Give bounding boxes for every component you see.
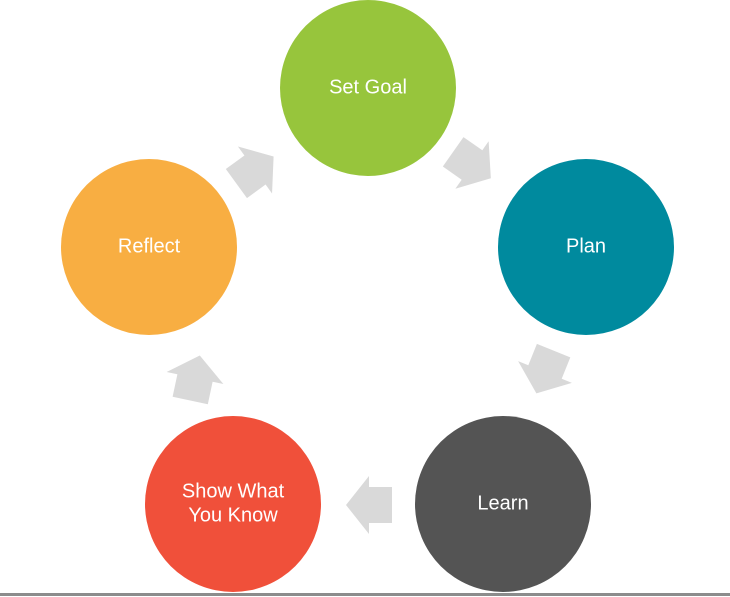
cycle-step-set-goal: Set Goal	[280, 0, 456, 176]
step-label: Learn	[477, 492, 528, 514]
step-circle	[145, 416, 321, 592]
cycle-step-learn: Learn	[415, 416, 591, 592]
step-circle	[61, 159, 237, 335]
step-label: Set Goal	[329, 76, 407, 98]
flow-arrow-icon	[166, 355, 224, 405]
step-circle	[415, 416, 591, 592]
step-label: Reflect	[118, 235, 181, 257]
step-circle	[498, 159, 674, 335]
step-circle	[280, 0, 456, 176]
flow-arrow-icon	[225, 146, 274, 199]
flow-arrow-icon	[442, 137, 491, 189]
cycle-step-plan: Plan	[498, 159, 674, 335]
flow-arrow-icon	[346, 476, 392, 534]
flow-arrow-icon	[518, 343, 572, 394]
step-label: Show What	[182, 480, 285, 502]
step-label: Plan	[566, 235, 606, 257]
cycle-step-reflect: Reflect	[61, 159, 237, 335]
step-label: You Know	[188, 504, 278, 526]
baseline-divider	[0, 593, 730, 596]
